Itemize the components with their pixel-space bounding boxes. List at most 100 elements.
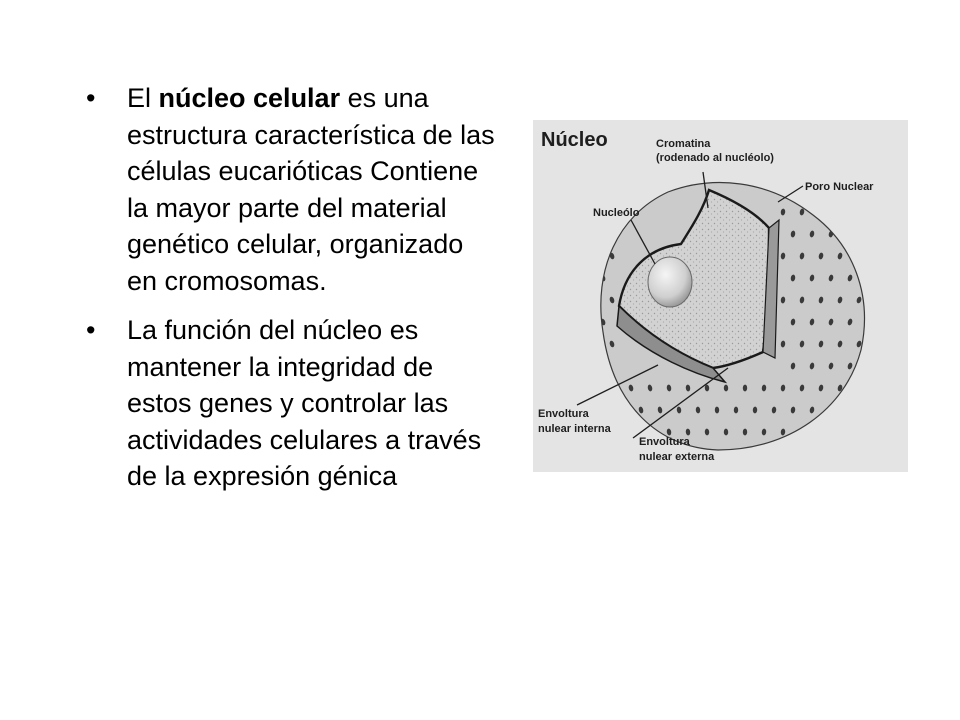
label-envoltura-externa-2: nulear externa [639,451,715,463]
envelope-cut-edge-right [762,218,780,359]
nuclear-pore [761,428,767,436]
nuclear-pore [856,296,862,304]
nuclear-pore [780,340,786,348]
nuclear-pore [809,274,815,282]
nuclear-pore [600,230,606,238]
nuclear-pore [723,384,729,392]
nuclear-pore [676,406,682,414]
nuclear-pore [818,428,824,436]
nuclear-pore [799,296,805,304]
nuclear-pore [790,406,796,414]
nuclear-pore [638,406,644,414]
label-envoltura-interna-2: nulear interna [538,423,612,435]
nuclear-pore [828,274,834,282]
nuclear-pore [847,318,853,326]
nuclear-pore [837,208,843,216]
nuclear-pore [799,384,805,392]
nuclear-pore [809,406,815,414]
label-envoltura-externa: Envoltura [639,436,691,448]
nuclear-pore [790,362,796,370]
nuclear-pore [799,252,805,260]
bullet-item-nucleus-definition: •El núcleo celular es una estructura car… [86,80,496,299]
nuclear-pore [809,318,815,326]
nuclear-pore [809,230,815,238]
nuclear-pore [837,340,843,348]
inner-envelope-edge [616,304,728,384]
nuclear-pore [685,384,691,392]
nuclear-pore [847,230,853,238]
nuclear-pore [647,384,653,392]
nuclear-pore [666,384,672,392]
bullet-text-prefix: El [127,83,159,113]
nuclear-pore [666,428,672,436]
nuclear-pore [733,406,739,414]
nuclear-pore [856,208,862,216]
nuclear-pore [609,296,615,304]
label-poro-nuclear: Poro Nuclear [805,181,874,193]
label-cromatina-detail: (rodenado al nucléolo) [656,152,774,164]
nuclear-pore [647,428,653,436]
nuclear-pore [828,362,834,370]
bullet-text-bold-term: núcleo celular [158,83,341,113]
nuclear-pore [628,428,634,436]
bullet-text-rest: es una estructura característica de las … [127,83,495,296]
nuclear-pore [818,384,824,392]
nuclear-pore [856,428,862,436]
nuclear-pore [818,340,824,348]
nuclear-pore [818,296,824,304]
nuclear-pore [695,406,701,414]
nuclear-pore [742,384,748,392]
nuclear-pore [609,340,615,348]
nuclear-pore [780,252,786,260]
nuclear-pore [780,296,786,304]
leader-lines [576,171,804,439]
nuclear-pore [742,428,748,436]
nuclear-pore [837,384,843,392]
nuclear-pore [847,362,853,370]
nuclear-pore [856,252,862,260]
nuclear-pore [761,384,767,392]
label-nucleolo: Nucleólo [593,207,640,219]
nuclear-pore [809,362,815,370]
nuclear-pore [704,428,710,436]
nuclear-pore [818,252,824,260]
nuclear-pore [799,208,805,216]
nuclear-pore [780,428,786,436]
nucleolus [647,256,693,308]
nuclear-pore [619,406,625,414]
nuclear-pore [847,274,853,282]
nuclear-pore [780,208,786,216]
label-envoltura-interna: Envoltura [538,408,590,420]
nuclear-pore [657,406,663,414]
nuclear-pore [723,428,729,436]
nuclear-pore [714,406,720,414]
nuclear-pore [856,340,862,348]
nuclear-pore [600,406,606,414]
bullet-text-prefix: La función del núcleo es mantener la int… [127,315,482,491]
nucleus-diagram: Núcleo Cromatina (rodenado al nucléolo) … [533,120,908,472]
nuclear-pore [704,384,710,392]
nuclear-pore [828,406,834,414]
bullet-item-nucleus-function: • La función del núcleo es mantener la in… [86,312,496,495]
nuclear-pore [752,406,758,414]
nuclear-pore [790,274,796,282]
nuclear-pore [856,384,862,392]
nuclear-pore [790,230,796,238]
nuclear-pore [771,406,777,414]
nuclear-pore [847,406,853,414]
nuclear-pore [790,318,796,326]
nuclear-pore [837,252,843,260]
label-cromatina: Cromatina [656,138,711,150]
nuclear-pore [799,340,805,348]
bullet-list: • El núcleo celular es una estructura car… [86,80,496,508]
nuclear-pore [628,384,634,392]
nuclear-pore [818,208,824,216]
nuclear-pore [600,186,606,194]
nuclear-pore [609,252,615,260]
bullet-marker: • [86,315,96,345]
nuclear-pore [837,428,843,436]
nuclear-pore [780,384,786,392]
nuclear-pore [828,318,834,326]
nucleus-diagram-svg: Núcleo Cromatina (rodenado al nucléolo) … [538,129,874,463]
nuclear-pore [837,296,843,304]
